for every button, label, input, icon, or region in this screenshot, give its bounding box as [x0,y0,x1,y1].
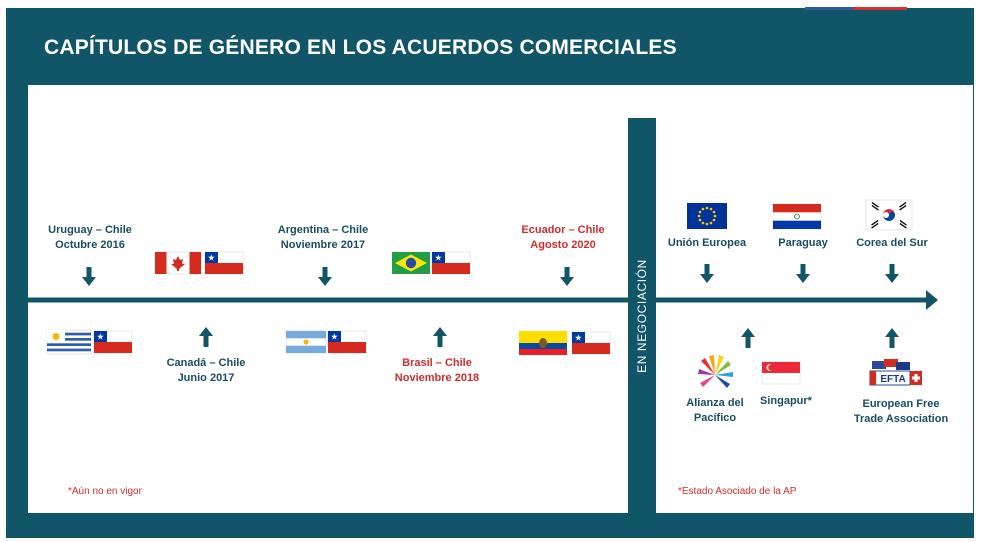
flag-chile-icon [571,331,611,355]
flag-brasil-icon [392,252,430,274]
label-ecuador-chile: Ecuador – Chile Agosto 2020 [521,224,605,251]
arrow-up-alianza [741,328,755,348]
label-paraguay: Paraguay [778,237,828,249]
arrow-down-paraguay [796,264,810,283]
label-argentina-chile: Argentina – Chile Noviembre 2017 [277,224,369,251]
label-corea-del-sur: Corea del Sur [856,237,928,249]
label-alianza-pacifico: Alianza del Pacífico [686,397,744,424]
arrow-down-uruguay [82,267,96,286]
efta-logo-text: EFTA [880,374,905,385]
accent-bar-blue [805,7,853,10]
arrow-down-argentina [318,267,332,286]
efta-logo-icon: EFTA [869,359,922,386]
flag-ecuador-icon [519,331,567,355]
arrow-down-corea [885,264,899,283]
flag-argentina-icon [285,330,327,354]
alianza-pacifico-logo-icon [698,355,733,388]
footnote-associated-state: *Estado Asociado de la AP [678,486,797,497]
label-canada-chile: Canadá – Chile Junio 2017 [166,357,246,384]
label-efta: European Free Trade Association [853,398,949,425]
flag-singapur-icon [761,361,801,385]
flag-eu-icon [687,203,727,229]
timeline-arrowhead [926,290,938,310]
arrow-down-ecuador [560,267,574,286]
label-union-europea: Unión Europea [667,237,747,249]
negotiation-label: EN NEGOCIACIÓN [635,259,649,373]
flag-uruguay-icon [46,329,92,355]
flag-canada-icon [154,251,202,275]
label-singapur: Singapur* [760,395,812,407]
flag-chile-icon [93,330,133,354]
arrow-down-ue [700,264,714,283]
arrow-up-brasil [433,327,447,347]
arrow-up-efta [885,328,899,348]
flag-paraguay-icon [772,203,822,230]
label-uruguay-chile: Uruguay – Chile Octubre 2016 [48,224,132,251]
flag-korea-icon [865,199,913,231]
footnote-not-in-force: *Aún no en vigor [68,486,142,497]
flag-chile-icon [327,330,367,354]
flag-chile-icon [204,251,244,275]
label-brasil-chile: Brasil – Chile Noviembre 2018 [394,357,480,384]
slide-title: CAPÍTULOS DE GÉNERO EN LOS ACUERDOS COME… [44,36,677,59]
arrow-up-canada [199,327,213,347]
accent-bar-red [853,7,907,10]
flag-chile-icon [431,251,471,275]
negotiation-divider [628,118,656,514]
